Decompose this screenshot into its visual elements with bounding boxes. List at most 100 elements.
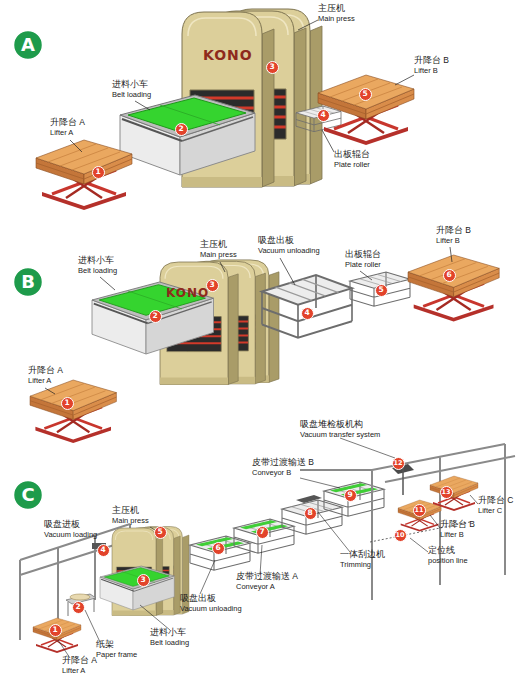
panel-letter: C (13, 480, 43, 510)
callout-text: 4 (317, 109, 330, 122)
callout-circle (92, 166, 104, 178)
callout-number: 11 (413, 504, 426, 517)
part-label: 皮带过渡输送 B (252, 458, 314, 467)
panel-b-illustration (30, 247, 499, 443)
callout-number: 12 (392, 457, 405, 470)
callout-text: 5 (375, 284, 388, 297)
callout-text: 5 (359, 88, 372, 101)
part-label-en: Vacuum unloading (180, 605, 242, 613)
callout-circle (413, 504, 425, 516)
part-label-en: Belt loading (112, 91, 151, 99)
part-label: 吸盘堆检板机构 (300, 420, 363, 429)
callout-circle (317, 109, 329, 121)
part-label-en: Lifter C (478, 507, 502, 515)
part-label-en: Main press (318, 15, 355, 23)
part-label-en: Paper frame (96, 651, 137, 659)
callout-number: 5 (154, 526, 167, 539)
panel-c-illustration (20, 438, 515, 658)
callout-circle (443, 269, 455, 281)
callout-circle (359, 88, 371, 100)
part-label: 升降台 A (28, 366, 63, 375)
callout-text: 3 (266, 61, 279, 74)
callout-circle (149, 310, 161, 322)
callout-text: 6 (443, 269, 456, 282)
callout-number: 13 (440, 486, 453, 499)
panel-badge: A (13, 30, 43, 60)
callout-number: 10 (394, 529, 407, 542)
part-label: 升降台 B (436, 226, 471, 235)
part-label: 主压机 (200, 240, 227, 249)
part-label: 吸盘进板 (44, 520, 80, 529)
callout-number: 6 (212, 542, 225, 555)
badge-circle (14, 481, 43, 510)
callout-text: 3 (137, 574, 150, 587)
part-label-en: Lifter A (50, 129, 73, 137)
callout-text: 9 (344, 489, 357, 502)
callout-text: 7 (256, 526, 269, 539)
panel-a-illustration (36, 9, 414, 210)
callout-number: 3 (266, 61, 279, 74)
part-label-en: Lifter B (414, 67, 438, 75)
callout-text: 11 (413, 504, 426, 517)
callout-number: 2 (175, 123, 188, 136)
part-label-en: Lifter A (28, 377, 51, 385)
part-label: 皮带过渡输送 A (236, 572, 298, 581)
callout-circle (392, 457, 404, 469)
part-label-en: Lifter B (436, 237, 460, 245)
callout-circle (61, 397, 73, 409)
brand-logo-text: KONO (166, 287, 209, 299)
callout-text: 1 (61, 397, 74, 410)
part-label: 升降台 B (414, 56, 449, 65)
part-label: 吸盘出板 (258, 236, 294, 245)
part-label: 吸盘出板 (180, 594, 216, 603)
part-label-en: Conveyor A (236, 583, 275, 591)
part-label: 纸架 (96, 640, 114, 649)
callout-text: 1 (92, 166, 105, 179)
part-label-en: Plate roller (334, 161, 370, 169)
badge-circle (14, 31, 43, 60)
part-label: 升降台 B (440, 520, 475, 529)
callout-text: 2 (72, 601, 85, 614)
callout-circle (154, 526, 166, 538)
callout-circle (440, 486, 452, 498)
callout-circle (304, 507, 316, 519)
callout-text: 13 (440, 486, 453, 499)
callout-text: 10 (394, 529, 407, 542)
panel-letter: B (13, 267, 43, 297)
callout-text: 2 (149, 310, 162, 323)
callout-number: 5 (359, 88, 372, 101)
part-label: 进料小车 (150, 628, 186, 637)
part-label-en: Trimming (340, 561, 371, 569)
callout-number: 4 (317, 109, 330, 122)
callout-text: 4 (301, 307, 314, 320)
callout-number: 6 (443, 269, 456, 282)
callout-number: 3 (137, 574, 150, 587)
callout-circle (212, 542, 224, 554)
callout-text: 8 (304, 507, 317, 520)
part-label-en: Conveyor B (252, 469, 291, 477)
callout-number: 1 (49, 624, 62, 637)
part-label: 出板辊台 (334, 150, 370, 159)
callout-number: 5 (375, 284, 388, 297)
part-label: 进料小车 (112, 80, 148, 89)
callout-circle (266, 61, 278, 73)
brand-logo-text: KONO (203, 48, 253, 62)
callout-text: 12 (392, 457, 405, 470)
part-label-en: Vacuum unloading (258, 247, 320, 255)
panel-badge: B (13, 267, 43, 297)
part-label: 升降台 A (50, 118, 85, 127)
badge-circle (14, 268, 43, 297)
part-label-en: position line (428, 557, 468, 565)
callout-circle (175, 123, 187, 135)
callout-circle (72, 601, 84, 613)
panel-badge: C (13, 480, 43, 510)
part-label-en: Vacuum loading (44, 531, 97, 539)
part-label-en: Plate roller (345, 261, 381, 269)
callout-circle (256, 526, 268, 538)
callout-number: 8 (304, 507, 317, 520)
panel-letter: A (13, 30, 43, 60)
part-label: 升降台 A (62, 656, 97, 665)
part-label: 出板辊台 (345, 250, 381, 259)
callout-text: 6 (212, 542, 225, 555)
part-label: 进料小车 (78, 256, 114, 265)
